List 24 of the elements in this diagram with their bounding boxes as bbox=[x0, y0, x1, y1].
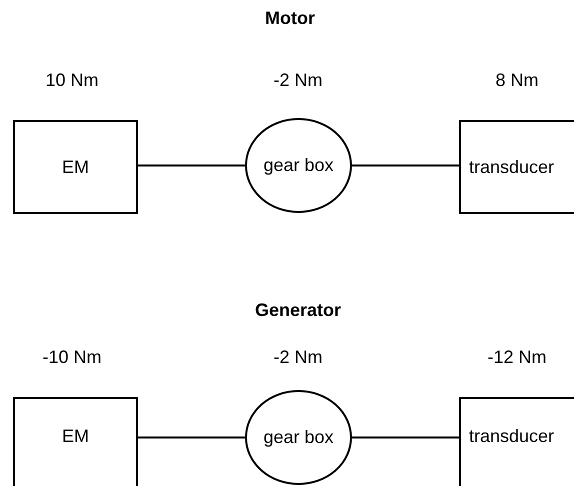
connector-line bbox=[352, 164, 459, 166]
connector-line bbox=[138, 164, 245, 166]
torque-value: -10 Nm bbox=[42, 347, 102, 368]
torque-value: 10 Nm bbox=[46, 70, 98, 91]
process-box bbox=[459, 120, 574, 214]
node-label: gear box bbox=[263, 427, 334, 448]
node-label: transducer bbox=[469, 156, 554, 178]
section-title: Generator bbox=[254, 300, 342, 321]
process-box bbox=[459, 397, 574, 486]
gear-box-ellipse bbox=[245, 390, 352, 485]
node-label: transducer bbox=[469, 426, 554, 447]
torque-value: -2 Nm bbox=[274, 347, 322, 368]
torque-value: -2 Nm bbox=[274, 70, 322, 91]
connector-line bbox=[138, 436, 245, 438]
connector-line bbox=[352, 436, 459, 438]
torque-value: 8 Nm bbox=[496, 70, 538, 91]
node-label: gear box bbox=[263, 155, 334, 176]
section-title: Motor bbox=[265, 8, 315, 29]
node-label: EM bbox=[62, 156, 89, 178]
torque-value: -12 Nm bbox=[488, 347, 546, 368]
process-box bbox=[13, 120, 138, 214]
process-box bbox=[13, 397, 138, 486]
gear-box-ellipse bbox=[245, 118, 352, 213]
node-label: EM bbox=[62, 426, 89, 447]
